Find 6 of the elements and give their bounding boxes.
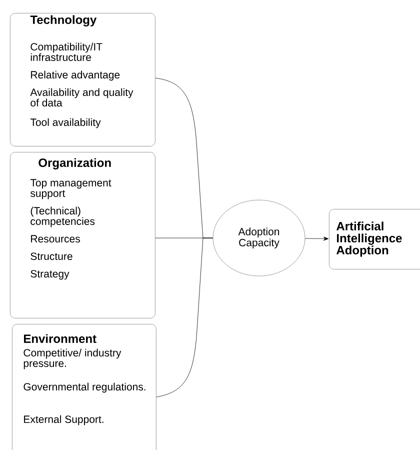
connector	[156, 238, 213, 398]
factor-box: Environment Competitive/ industry pressure. Governmental regulations. External Support.	[12, 324, 156, 450]
connector	[305, 236, 329, 241]
result-box: Artificial Intelligence Adoption	[329, 209, 420, 270]
factor-box: Organization Top management support (Technical) competencies Resources Structure Strategy	[10, 152, 156, 318]
factor-box: Technology Compatibility/IT infrastructure Relative advantage Availability and quality of data Tool availability	[10, 13, 156, 146]
